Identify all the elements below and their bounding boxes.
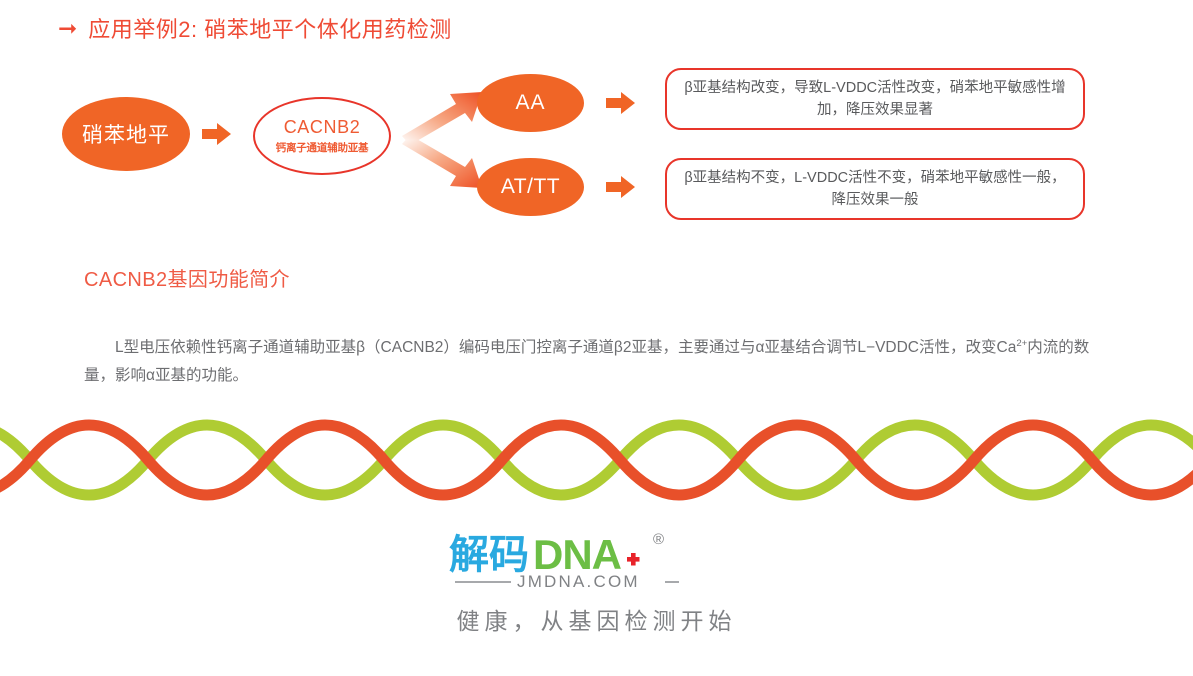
diagram-node-gene: CACNB2 钙离子通道辅助亚基 [253, 97, 391, 175]
brand-registered-symbol: ® [653, 531, 664, 548]
brand-logo-block: 解码 DNA ® JMDNA.COM 健康，从基因检测开始 [0, 528, 1193, 636]
brand-logo-mark: 解码 DNA ® JMDNA.COM [449, 531, 679, 590]
callout-genotype-aa-text: β亚基结构改变，导致L-VDDC活性改变，硝苯地平敏感性增加，降压效果显著 [684, 79, 1066, 118]
section-body-paragraph: L型电压依赖性钙离子通道辅助亚基β（CACNB2）编码电压门控离子通道β2亚基，… [84, 334, 1114, 390]
callout-genotype-aa: β亚基结构改变，导致L-VDDC活性改变，硝苯地平敏感性增加，降压效果显著 [665, 68, 1085, 130]
arrow-up-right-icon [402, 92, 482, 140]
section-body-part1: L型电压依赖性钙离子通道辅助亚基β（CACNB2）编码电压门控离子通道β2亚基，… [115, 338, 1017, 356]
callout-genotype-attt-text: β亚基结构不变，L-VDDC活性不变，硝苯地平敏感性一般，降压效果一般 [684, 169, 1066, 208]
arrow-right-icon [606, 92, 635, 114]
section-heading: CACNB2基因功能简介 [84, 269, 290, 291]
diagram-node-drug: 硝苯地平 [62, 97, 190, 171]
diagram-node-drug-label: 硝苯地平 [82, 124, 170, 147]
arrow-right-icon: ➞ [58, 14, 78, 41]
dna-strand-green [0, 419, 1193, 501]
section-body-part2: 内流的数量，影响α亚基的功能。 [84, 338, 1090, 384]
page-title: ➞ 应用举例2: 硝苯地平个体化用药检测 [58, 12, 452, 44]
section-body-superscript: 2+ [1016, 337, 1028, 349]
diagram-node-genotype-aa-label: AA [515, 91, 546, 114]
page-title-text: 应用举例2: 硝苯地平个体化用药检测 [88, 17, 452, 42]
diagram-node-gene-sublabel: 钙离子通道辅助亚基 [275, 142, 369, 154]
brand-logo-domain: JMDNA.COM [517, 572, 640, 590]
arrow-down-right-icon [402, 140, 482, 188]
dna-helix-decoration [0, 419, 1193, 501]
diagram-node-genotype-attt-label: AT/TT [500, 175, 561, 198]
arrow-right-icon [606, 176, 635, 198]
brand-tagline: 健康，从基因检测开始 [456, 608, 737, 634]
diagram-node-genotype-aa: AA [477, 74, 584, 132]
medical-cross-icon [626, 553, 639, 566]
pathway-diagram: 硝苯地平 CACNB2 钙离子通道辅助亚基 AA [0, 0, 1193, 250]
dna-strand-orange [0, 419, 1193, 501]
callout-genotype-attt: β亚基结构不变，L-VDDC活性不变，硝苯地平敏感性一般，降压效果一般 [665, 158, 1085, 220]
brand-logo-latin: DNA [533, 531, 622, 578]
brand-logo-chinese: 解码 [449, 533, 529, 577]
arrow-right-icon [202, 123, 231, 145]
diagram-node-genotype-attt: AT/TT [477, 158, 584, 216]
diagram-node-gene-label: CACNB2 [283, 117, 361, 137]
